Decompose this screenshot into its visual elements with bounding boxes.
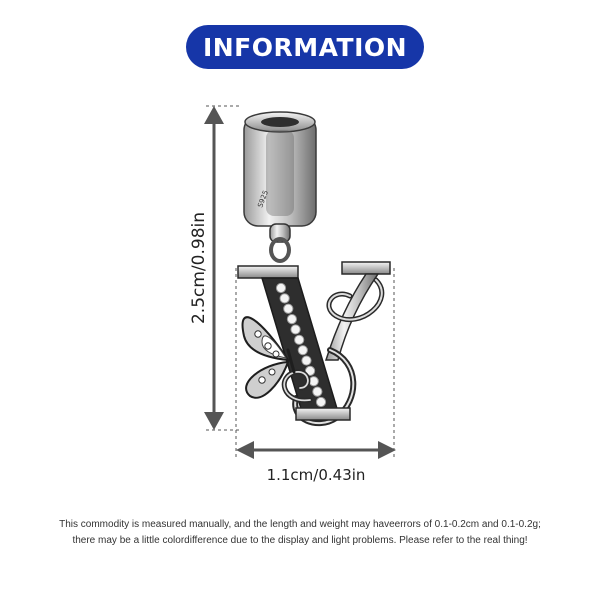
pave-stone bbox=[304, 365, 316, 377]
pave-stone bbox=[297, 345, 308, 356]
pave-stone bbox=[275, 282, 287, 294]
bail-loop bbox=[269, 223, 291, 263]
width-label: 1.1cm/0.43in bbox=[266, 466, 366, 484]
pave-stone bbox=[315, 396, 327, 408]
pave-stone bbox=[294, 334, 305, 345]
barrel-bead: S925 bbox=[243, 111, 317, 227]
letter-y-charm bbox=[237, 261, 391, 427]
pave-stone bbox=[290, 324, 301, 335]
pave-stone bbox=[312, 386, 323, 397]
height-arrow bbox=[204, 105, 240, 431]
notice-line-1: This commodity is measured manually, and… bbox=[59, 519, 541, 530]
information-title: INFORMATION bbox=[202, 32, 408, 62]
notice-line-2: there may be a little colordifference du… bbox=[72, 535, 528, 546]
width-arrow bbox=[235, 268, 396, 460]
pave-stone bbox=[279, 293, 290, 304]
butterfly-icon bbox=[241, 316, 296, 399]
pave-stone bbox=[286, 313, 298, 325]
pave-stone bbox=[283, 303, 294, 314]
measurement-notice: This commodity is measured manually, and… bbox=[0, 517, 600, 549]
pave-stone bbox=[308, 376, 319, 387]
pave-stones bbox=[275, 282, 327, 408]
height-label: 2.5cm/0.98in bbox=[189, 211, 209, 325]
pave-stone bbox=[301, 355, 312, 366]
information-badge: INFORMATION bbox=[186, 25, 424, 69]
